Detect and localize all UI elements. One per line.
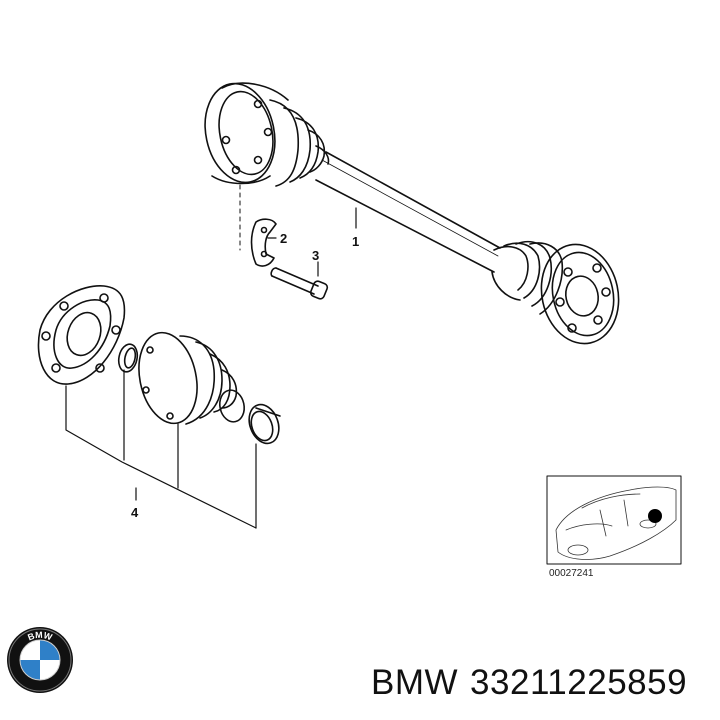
drive-shaft — [204, 82, 620, 345]
location-inset — [546, 475, 682, 565]
callout-3: 3 — [312, 248, 319, 263]
kit-bracket-lines — [65, 369, 257, 529]
part-label: BMW 33211225859 — [371, 663, 687, 703]
bmw-logo-icon: BMW — [7, 627, 73, 693]
bolt — [270, 267, 329, 300]
lock-plate — [250, 218, 277, 267]
callout-4: 4 — [131, 505, 139, 520]
svg-text:BMW: BMW — [26, 630, 54, 643]
inset-reference-number: 00027241 — [549, 568, 594, 579]
logo-lettering: BMW — [26, 630, 54, 643]
joint-kit — [37, 285, 281, 445]
callout-2: 2 — [280, 231, 287, 246]
brand-name: BMW — [371, 663, 459, 702]
callout-1: 1 — [352, 234, 359, 249]
location-marker — [648, 509, 662, 523]
part-number: 33211225859 — [470, 663, 688, 702]
